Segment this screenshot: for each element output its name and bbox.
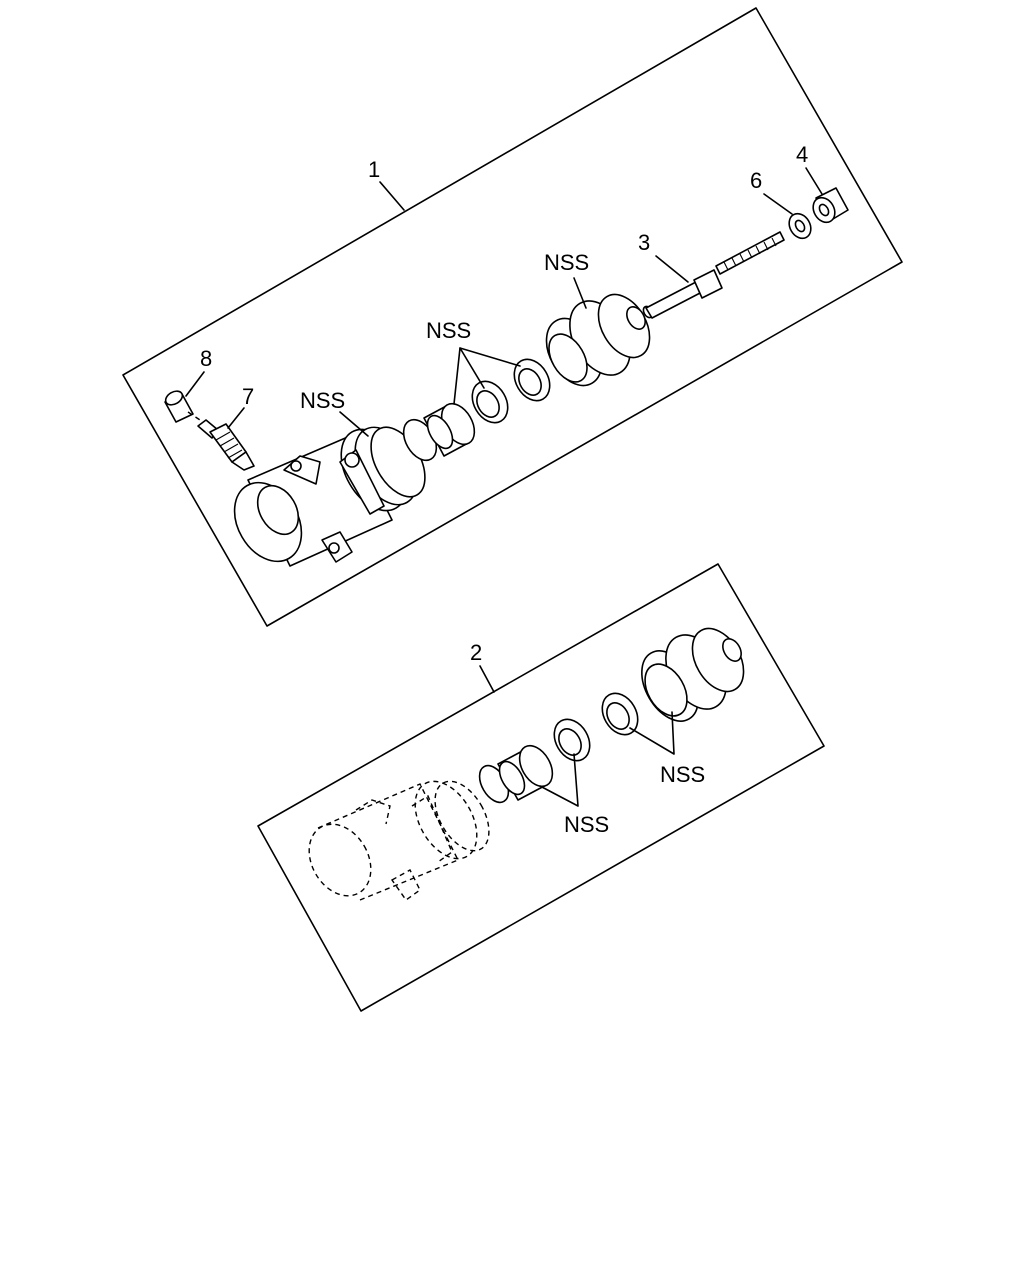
nss-seals-1-label: NSS bbox=[426, 318, 471, 343]
callout-1-leader bbox=[379, 181, 405, 211]
lock-nut-icon bbox=[812, 187, 849, 224]
cylinder-body-icon bbox=[233, 426, 426, 567]
nss-body-1-label: NSS bbox=[300, 388, 345, 413]
cup-seal-icon bbox=[471, 380, 509, 424]
callout-3-label: 3 bbox=[638, 230, 650, 255]
callout-4-leader bbox=[805, 167, 823, 195]
lock-nut-icon bbox=[788, 212, 812, 240]
cup-seal-icon bbox=[513, 358, 551, 402]
push-rod-icon bbox=[642, 231, 785, 319]
nss-piston-2-label: NSS bbox=[564, 812, 609, 837]
bleeder-screw-icon bbox=[197, 419, 255, 471]
callout-8-leader bbox=[185, 371, 205, 397]
assembly-2-group: 2 NSS bbox=[257, 563, 825, 1012]
callout-3-leader bbox=[655, 255, 689, 283]
bleeder-axis bbox=[187, 411, 213, 429]
bleeder-cap-icon bbox=[164, 390, 194, 423]
callout-2-leader bbox=[479, 665, 495, 693]
nss-seals-2-leader bbox=[629, 711, 675, 755]
callout-6-leader bbox=[763, 193, 793, 215]
nss-boot-1-leader bbox=[573, 277, 587, 309]
callout-4-label: 4 bbox=[796, 142, 808, 167]
assembly-2-frame bbox=[257, 563, 825, 1012]
nss-boot-1-label: NSS bbox=[544, 250, 589, 275]
callout-7-leader bbox=[227, 407, 245, 429]
cup-seal-icon bbox=[553, 718, 591, 762]
callout-2-label: 2 bbox=[470, 640, 482, 665]
dust-boot-icon bbox=[641, 627, 745, 722]
nss-seals-2-label: NSS bbox=[660, 762, 705, 787]
nss-body-1-leader bbox=[339, 411, 369, 437]
callout-6-label: 6 bbox=[750, 168, 762, 193]
callout-7-label: 7 bbox=[242, 384, 254, 409]
piston-icon bbox=[478, 744, 554, 804]
cup-seal-icon bbox=[601, 692, 639, 736]
dust-boot-icon bbox=[545, 293, 651, 387]
cylinder-body-phantom-icon bbox=[308, 780, 490, 901]
piston-icon bbox=[402, 402, 476, 462]
nss-piston-2-leader bbox=[539, 753, 579, 807]
assembly-1-group: 1 8 7 bbox=[122, 7, 903, 627]
assembly-1-frame bbox=[122, 7, 903, 627]
callout-1-label: 1 bbox=[368, 157, 380, 182]
callout-8-label: 8 bbox=[200, 346, 212, 371]
